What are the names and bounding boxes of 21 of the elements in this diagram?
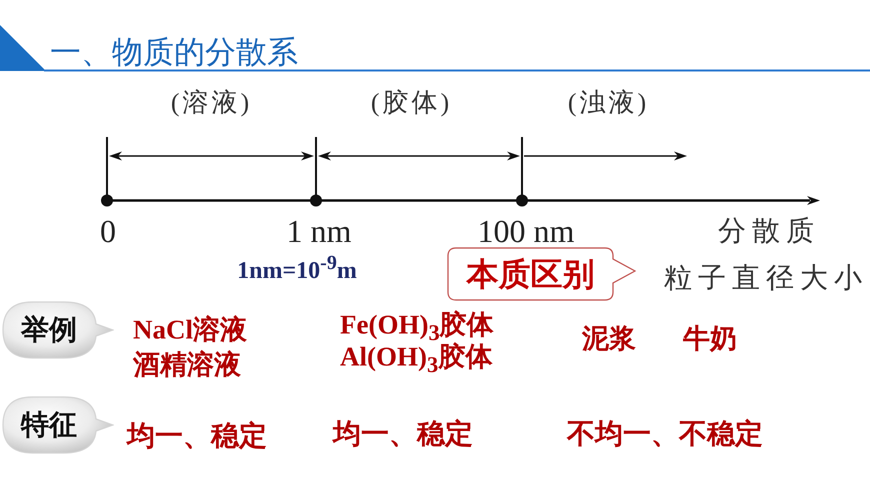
speech-bubble: 特征	[2, 396, 114, 454]
tick-label: 0	[100, 215, 116, 247]
range-label: (浊液)	[566, 90, 650, 116]
tick-label: 1 nm	[286, 215, 352, 247]
range-label: (溶液)	[170, 90, 252, 116]
speech-bubble: 举例	[2, 301, 114, 359]
slide-title: 一、物质的分散系	[50, 36, 298, 68]
example-text: NaCl溶液	[133, 316, 247, 344]
axis-label: 粒子直径大小	[663, 265, 868, 293]
example-text: Al(OH)$_{3}$胶体	[340, 344, 492, 376]
axis-label: 分散质	[717, 218, 820, 246]
unit-note: 1nm=10$^{-9}$m	[237, 253, 357, 283]
example-text: 酒精溶液	[133, 352, 241, 378]
example-text: 泥浆	[582, 326, 636, 352]
range-label: (胶体)	[370, 90, 452, 116]
feature-text: 不均一、不稳定	[567, 420, 763, 448]
example-text: 牛奶	[683, 326, 737, 352]
feature-text: 均一、稳定	[333, 420, 473, 448]
tick-label: 100 nm	[478, 215, 574, 247]
callout-bubble: 本质区别	[447, 247, 637, 302]
feature-text: 均一、稳定	[127, 422, 267, 450]
